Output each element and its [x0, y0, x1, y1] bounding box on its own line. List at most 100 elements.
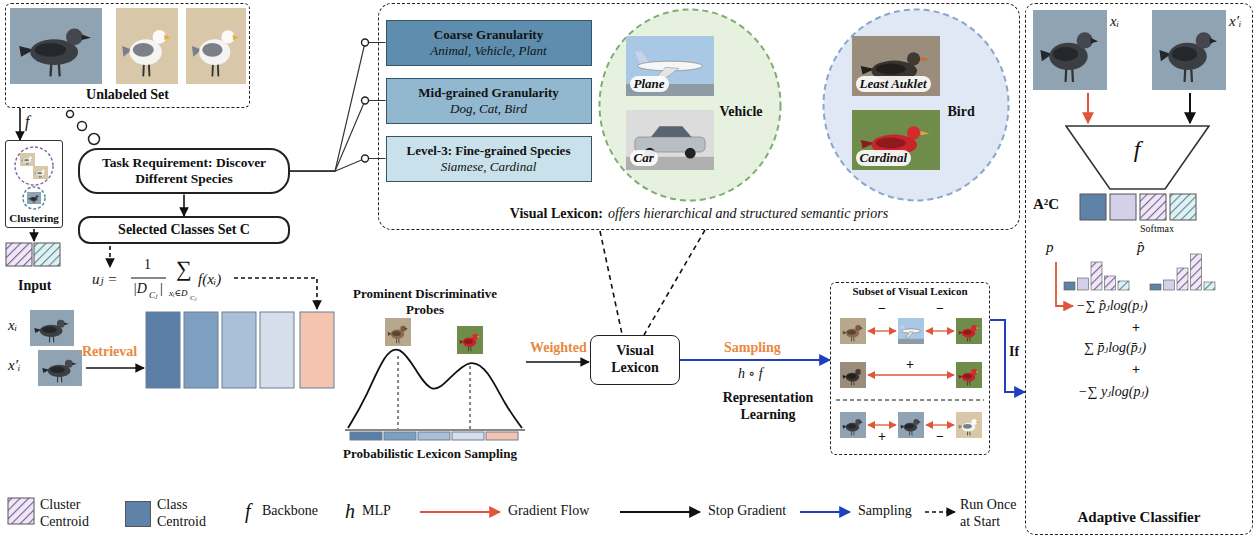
swan-photo: [30, 310, 74, 346]
image-label: xᵢ: [1110, 12, 1119, 30]
level-examples: Siamese, Cardinal: [441, 159, 537, 175]
classifier-panel: Adaptive Classifier f: [1025, 3, 1253, 535]
probe-line: [470, 366, 471, 429]
granularity-box: Level-3: Fine-grained SpeciesSiamese, Ca…: [386, 136, 592, 182]
block: [1140, 194, 1166, 220]
gull-photo: [20, 153, 35, 166]
sign: −: [878, 301, 886, 318]
arrow: [33, 229, 35, 241]
prob-bar: [1191, 254, 1202, 290]
ellipse-outline: [599, 9, 780, 200]
lexicon-region: Visual Lexicon: offers hierarchical and s…: [378, 3, 1020, 230]
level-title: Mid-grained Granularity: [418, 85, 558, 101]
sign: −: [936, 301, 944, 318]
class-centroid: [300, 312, 334, 388]
swan-photo: [38, 350, 82, 386]
swan-photo: [10, 8, 102, 84]
granularity-box: Mid-grained GranularityDog, Cat, Bird: [386, 78, 592, 124]
level-examples: Dog, Cat, Bird: [450, 101, 527, 117]
connector: [19, 108, 21, 140]
auklet-photo: [840, 362, 866, 388]
formula: ∑ p̄ⱼlog(p̄ⱼ): [1084, 340, 1146, 357]
prob-bar: [1177, 268, 1188, 290]
sample-bar: [418, 432, 450, 440]
formula: p: [1046, 238, 1054, 256]
legend-text: Backbone: [262, 503, 318, 520]
legend-item: Stop Gradient: [708, 503, 786, 520]
probe-line: [398, 356, 399, 429]
legend-text: Run Once at Start: [960, 497, 1022, 531]
cluster-ring: [23, 187, 45, 209]
cardinal-photo: [956, 318, 982, 344]
arrow: [868, 330, 896, 331]
formula: |: [160, 281, 163, 298]
cluster-centroid: [34, 243, 60, 266]
category-label: Vehicle: [720, 104, 763, 121]
class-centroid: [146, 312, 180, 388]
formula: −∑ p̂ⱼlog(pⱼ): [1076, 298, 1148, 315]
box-label: Selected Classes Set C: [118, 222, 250, 239]
step-label: Retrieval: [82, 344, 137, 361]
level-title: Level-3: Fine-grained Species: [407, 143, 571, 159]
legend-icon: [420, 511, 500, 513]
legend-icon: [925, 511, 955, 513]
image-label: x′ᵢ: [8, 356, 20, 374]
edge-label: Sampling: [724, 340, 781, 357]
backbone-symbol: f: [1134, 135, 1141, 164]
plane-photo: [626, 36, 714, 96]
prob-bar: [1204, 282, 1215, 290]
connector: [183, 194, 185, 216]
legend-swatch: [125, 501, 151, 527]
module-label: A²C: [1033, 195, 1059, 213]
legend-text: Cluster Centroid: [40, 497, 110, 531]
panel-title: Adaptive Classifier: [1078, 508, 1201, 526]
sign: −: [936, 429, 944, 446]
formula: −∑ yⱼlog(pⱼ): [1078, 384, 1149, 401]
thought-dot: [78, 122, 87, 131]
legend-text: Stop Gradient: [708, 503, 786, 520]
edge-label: If: [1009, 344, 1019, 361]
formula: f(xᵢ): [198, 270, 221, 288]
dataset-panel: Unlabeled Set: [5, 3, 250, 108]
connector: [990, 320, 1025, 392]
image-label: Cardinal: [856, 150, 912, 166]
step-label: Weighted: [530, 340, 587, 357]
gull-photo: [116, 8, 178, 84]
legend-symbol: h: [345, 499, 355, 523]
formula-subscript: Cⱼ: [190, 294, 197, 302]
sparrow-photo: [385, 318, 411, 346]
connector: [290, 43, 386, 172]
legend-icon: [8, 498, 34, 524]
thought-bubble: Task Requirement: Discover Different Spe…: [78, 148, 290, 194]
granularity-box: Coarse GranularityAnimal, Vehicle, Plant: [386, 20, 592, 66]
region-subtitle: offers hierarchical and structured seman…: [608, 206, 888, 223]
process-box: Selected Classes Set C: [78, 216, 290, 244]
formula: p̂: [1137, 238, 1145, 256]
level-examples: Animal, Vehicle, Plant: [430, 43, 546, 59]
block: [1110, 194, 1136, 220]
image-label: xᵢ: [8, 316, 17, 334]
cardinal-photo: [457, 326, 483, 354]
image-label: x′ᵢ: [1229, 12, 1241, 30]
arrow: [526, 361, 589, 363]
swan-photo: [27, 192, 41, 204]
thought-dot: [89, 134, 100, 145]
sign: +: [906, 357, 914, 374]
legend-item: Class Centroid: [125, 497, 227, 531]
step-label: Representation Learning: [712, 390, 824, 424]
region-title: Visual Lexicon:: [510, 206, 603, 223]
legend-text: MLP: [362, 503, 391, 520]
panel-title: Unlabeled Set: [86, 87, 169, 104]
sample-bar: [452, 432, 484, 440]
image-label: Plane: [630, 76, 669, 92]
chart-caption: Probabilistic Lexicon Sampling: [330, 446, 530, 462]
sample-bar: [486, 432, 518, 440]
plane-photo: [898, 318, 924, 344]
panel-title: Subset of Visual Lexicon: [852, 285, 967, 298]
connector: [644, 230, 705, 335]
level-title: Coarse Granularity: [434, 27, 543, 43]
sign: +: [878, 429, 886, 446]
sample-bar: [384, 432, 416, 440]
fraction-bar: [131, 278, 166, 279]
